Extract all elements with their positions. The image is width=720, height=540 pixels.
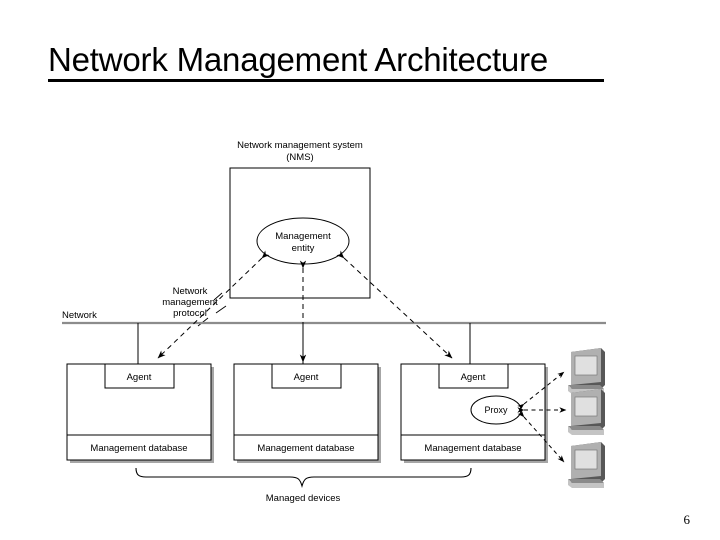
network-management-protocol-label: Network management protocol [162,286,227,327]
protocol-arrows [157,250,453,363]
network-label: Network [62,310,97,321]
nms-caption-line2: (NMS) [286,152,313,163]
managed-device-1: Agent Management database [66,363,214,463]
agent-label-1: Agent [127,372,152,383]
proxy-host-arrows [517,371,567,463]
protocol-arrow-right [336,250,453,359]
management-entity-label-line1: Management [275,231,331,242]
management-entity-label-line2: entity [292,243,315,254]
proxy-host-arrow-3 [517,410,565,463]
network-bus: Network [62,310,606,325]
proxy-label: Proxy [484,405,508,415]
proxy-host-arrow-1 [517,371,565,411]
agent-label-3: Agent [461,372,486,383]
page-title: Network Management Architecture [48,41,549,78]
agent-label-2: Agent [294,372,319,383]
managed-device-2: Agent Management database [233,363,381,463]
title-underline-rule [48,79,604,82]
protocol-label-line1: Network [173,286,208,297]
managed-devices-brace [135,467,472,489]
management-database-label-1: Management database [90,443,187,454]
managed-devices-label: Managed devices [266,493,341,504]
host-computer-1 [568,348,605,394]
protocol-arrow-left [157,250,270,359]
host-computer-2 [568,389,605,435]
protocol-label-line3: protocol [173,308,207,319]
nms-caption-line1: Network management system [237,140,363,151]
host-computer-3 [568,442,605,488]
management-database-label-2: Management database [257,443,354,454]
management-database-label-3: Management database [424,443,521,454]
management-entity-node: Management entity [256,217,350,265]
managed-device-3: Agent Management database Proxy [400,363,548,463]
protocol-label-line2: management [162,297,218,308]
page-number: 6 [683,512,691,527]
